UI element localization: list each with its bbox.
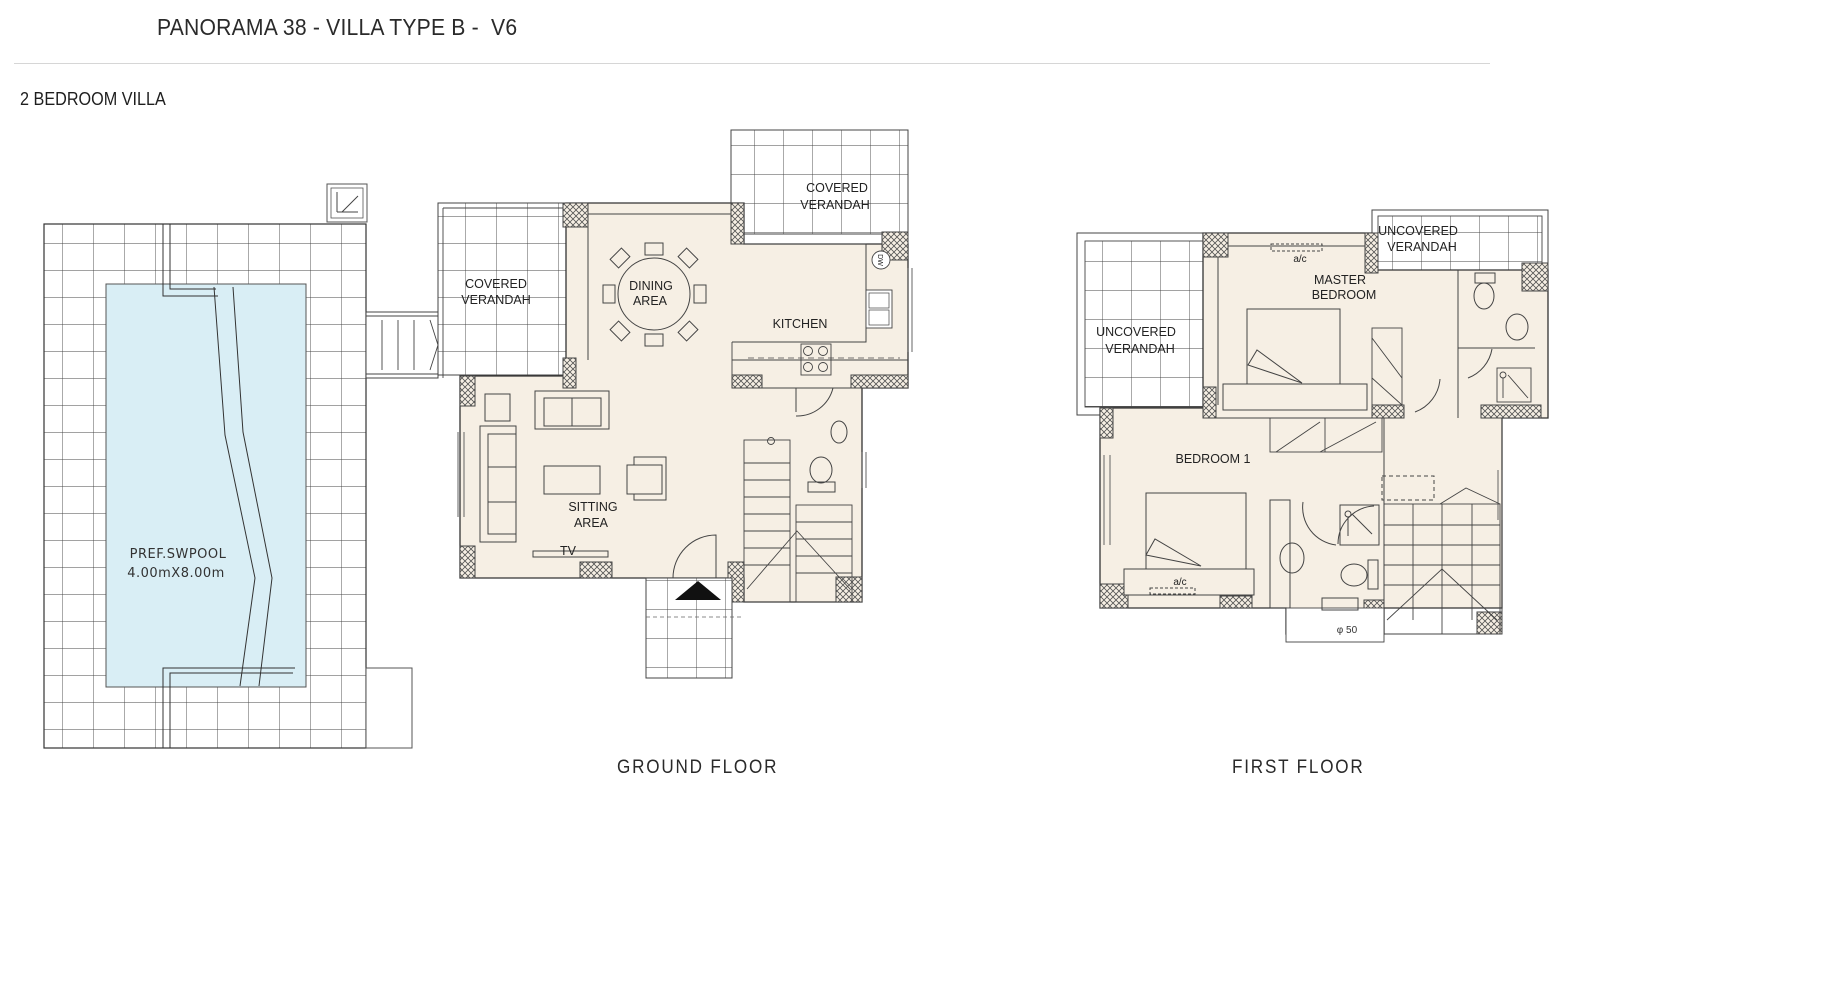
ac-bedroom1-label: a/c — [1173, 577, 1186, 588]
label-uncovered-verandah-left-2: VERANDAH — [1105, 342, 1174, 356]
first-floor-label: FIRST FLOOR — [1232, 757, 1365, 778]
label-uncovered-verandah-top-1: UNCOVERED — [1378, 224, 1458, 238]
dishwasher-label: DW — [876, 254, 883, 266]
label-tv: TV — [560, 544, 577, 558]
label-uncovered-verandah-left-1: UNCOVERED — [1096, 325, 1176, 339]
dishwasher-icon — [871, 250, 891, 270]
label-sitting-1: SITTING — [568, 500, 617, 514]
label-bedroom1: BEDROOM 1 — [1175, 452, 1250, 466]
ensuite-shower-icon — [1496, 367, 1532, 403]
cooktop-icon — [800, 343, 832, 376]
first-floor-staircase — [1383, 487, 1501, 635]
entrance-arrow-icon — [675, 581, 721, 600]
ensuite-basin-icon — [1505, 313, 1529, 341]
staircase — [743, 437, 853, 603]
pool-size-label: 4.00mX8.00m — [127, 566, 225, 581]
kitchen-sink-icon — [865, 289, 893, 329]
label-covered-verandah-top-2: VERANDAH — [800, 198, 869, 212]
label-master-bedroom-1: MASTER — [1314, 273, 1366, 287]
label-dining-1: DINING — [629, 279, 673, 293]
label-kitchen: KITCHEN — [773, 317, 828, 331]
garden-steps — [365, 311, 439, 379]
title-divider — [14, 63, 1490, 64]
sitting-furniture — [479, 390, 667, 558]
label-covered-verandah-top-1: COVERED — [806, 181, 868, 195]
pool-name-label: PREF.SWPOOL — [130, 547, 227, 562]
main-bathroom — [1269, 499, 1380, 609]
master-bed-icon — [1222, 308, 1368, 411]
bathroom-toilet-icon — [1340, 563, 1368, 587]
toilet-icon — [809, 456, 833, 484]
label-covered-verandah-left-2: VERANDAH — [461, 293, 530, 307]
ground-floor-label: GROUND FLOOR — [617, 757, 779, 778]
bedroom1-bed-icon — [1123, 492, 1255, 596]
page-title: PANORAMA 38 - VILLA TYPE B - V6 — [157, 14, 518, 40]
label-uncovered-verandah-top-2: VERANDAH — [1387, 240, 1456, 254]
ac-master-label: a/c — [1293, 254, 1306, 265]
heater-label: φ 50 — [1337, 625, 1358, 636]
villa-type-subtitle: 2 BEDROOM VILLA — [20, 89, 166, 109]
bathroom-basin-icon — [1279, 542, 1305, 574]
label-sitting-2: AREA — [574, 516, 609, 530]
dining-table-icon — [602, 242, 707, 347]
label-covered-verandah-left-1: COVERED — [465, 277, 527, 291]
label-master-bedroom-2: BEDROOM — [1312, 288, 1377, 302]
washbasin-icon — [830, 420, 848, 444]
ground-floor-plan: DW — [437, 129, 913, 679]
swimming-pool: PREF.SWPOOL 4.00mX8.00m — [105, 224, 307, 748]
first-floor-plan: a/c a/c — [1076, 209, 1549, 643]
outdoor-shower-icon — [336, 192, 359, 213]
label-dining-2: AREA — [633, 294, 668, 308]
wardrobe-icon — [1269, 327, 1403, 453]
